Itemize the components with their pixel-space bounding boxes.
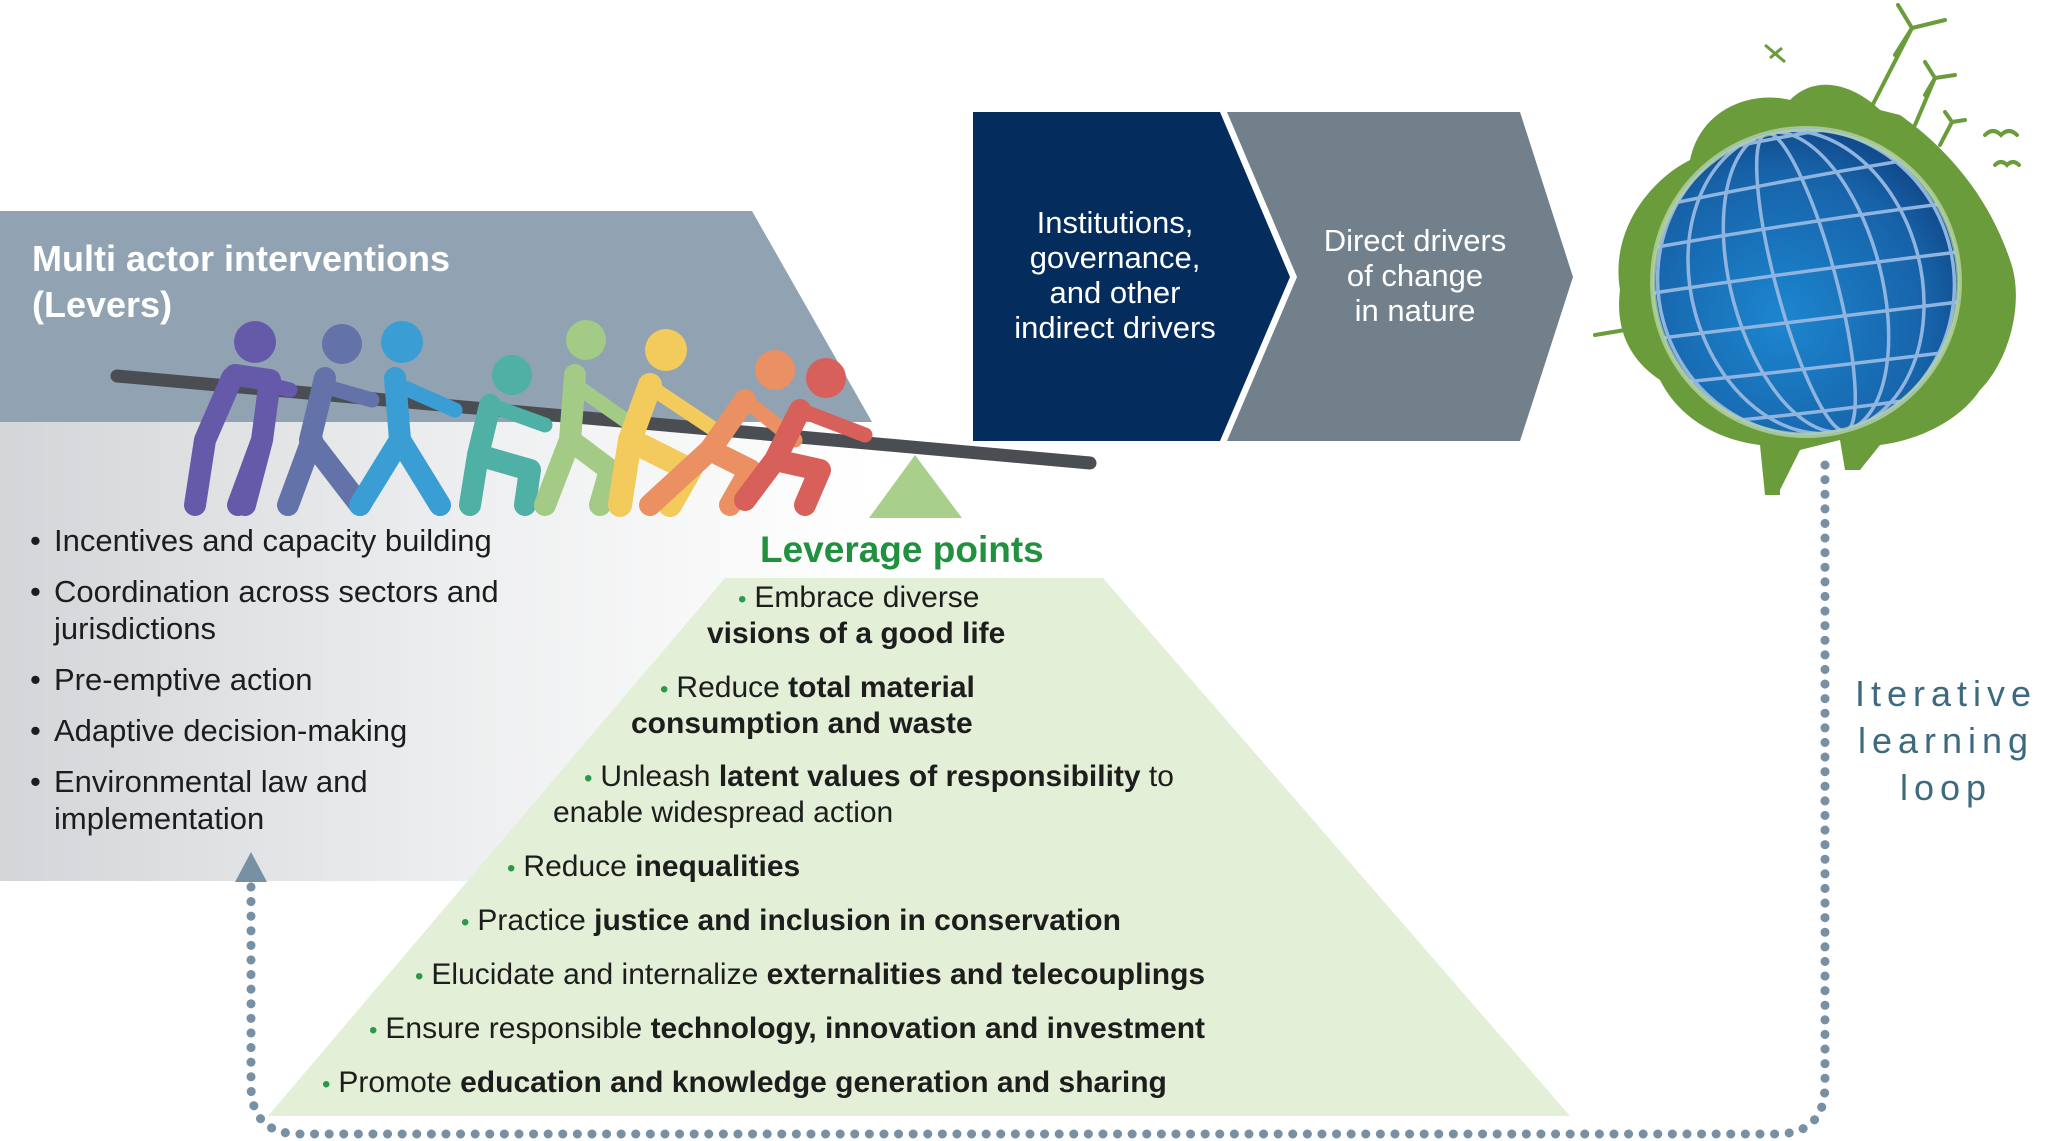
direct-drivers-line: of change (1346, 258, 1484, 293)
leverage-item-text: enable widespread action (553, 796, 894, 829)
bullet-icon: • (415, 963, 424, 990)
leverage-item-bold: inequalities (635, 850, 801, 883)
indirect-drivers-line: Institutions, (1036, 205, 1194, 240)
direct-drivers-label: Direct drivers of change in nature (1290, 223, 1540, 328)
levers-title: Multi actor interventions (Levers) (32, 236, 450, 328)
lever-item: • Incentives and capacity building (30, 522, 499, 559)
bullet-icon: • (584, 765, 593, 792)
tug-of-war-figures (184, 320, 873, 517)
iterative-learning-loop-label: Iterative learning loop (1846, 670, 2046, 811)
loop-label-line: Iterative (1854, 673, 2038, 714)
bullet-icon: • (322, 1071, 331, 1098)
bullet-icon: • (660, 676, 669, 703)
leverage-item-bold: consumption and waste (631, 707, 973, 740)
bullet-icon: • (507, 855, 516, 882)
bullet-icon: • (30, 764, 41, 799)
levers-list: • Incentives and capacity building • Coord… (30, 522, 499, 851)
leverage-pyramid (268, 578, 1570, 1116)
leverage-item: • Practice justice and inclusion in conse… (461, 903, 1121, 941)
person-figure-2 (277, 324, 380, 516)
bullet-icon: • (461, 909, 470, 936)
bullet-icon: • (30, 662, 41, 697)
levers-title-line2: (Levers) (32, 284, 173, 325)
leverage-item: • Promote education and knowledge generat… (322, 1065, 1167, 1103)
leverage-item-text: Embrace diverse (754, 581, 980, 614)
lever-item-text: Coordination across sectors and (54, 574, 499, 609)
leverage-item: • Elucidate and internalize externalities… (415, 957, 1205, 995)
lever-item: • Pre-emptive action (30, 661, 499, 698)
lever-item-text: Pre-emptive action (54, 662, 313, 697)
person-figure-1 (184, 321, 298, 516)
leverage-item-text: to (1140, 760, 1174, 793)
leverage-item-text: Reduce (523, 850, 636, 883)
indirect-drivers-line: indirect drivers (1014, 310, 1216, 345)
leverage-item-text: Practice (477, 904, 595, 937)
globe-nature-icon (1593, 3, 2021, 495)
leverage-item-bold: visions of a good life (707, 617, 1006, 650)
leverage-item-bold: latent values of responsibility (718, 760, 1141, 793)
lever-item: • Adaptive decision-making (30, 712, 499, 749)
leverage-item-text: Ensure responsible (385, 1012, 651, 1045)
direct-drivers-line: in nature (1354, 293, 1476, 328)
indirect-drivers-label: Institutions, governance, and other indi… (990, 205, 1240, 345)
leverage-item-text: Elucidate and internalize (431, 958, 767, 991)
lever-item-text: Incentives and capacity building (54, 523, 492, 558)
person-figure-3 (349, 321, 463, 516)
direct-drivers-line: Direct drivers (1323, 223, 1507, 258)
leverage-item-bold: total material (788, 671, 975, 704)
lever-item-text: Environmental law and (54, 764, 368, 799)
leverage-item-bold: technology, innovation and investment (650, 1012, 1206, 1045)
leverage-item-text: Promote (338, 1066, 461, 1099)
lever-item-text-cont: implementation (54, 801, 265, 836)
lever-item-text: Adaptive decision-making (54, 713, 408, 748)
leverage-item-cont: consumption and waste (631, 706, 973, 742)
indirect-drivers-chevron (973, 112, 1290, 441)
indirect-drivers-line: governance, (1029, 240, 1201, 275)
person-figure-8 (734, 358, 873, 516)
lever-item-text-cont: jurisdictions (54, 611, 216, 646)
leverage-item: • Reduce total material (660, 670, 975, 708)
leverage-item-text: Unleash (600, 760, 719, 793)
bullet-icon: • (30, 574, 41, 609)
levers-title-panel (0, 211, 872, 422)
direct-drivers-chevron (1227, 112, 1573, 441)
person-figure-5 (534, 320, 633, 516)
leverage-item-cont: visions of a good life (707, 616, 1005, 652)
leverage-item-bold: externalities and telecouplings (766, 958, 1206, 991)
loop-label-line: learning (1857, 720, 2035, 761)
leverage-item-text: Reduce (676, 671, 789, 704)
leverage-item: • Reduce inequalities (507, 849, 800, 887)
levers-title-line1: Multi actor interventions (32, 238, 451, 279)
leverage-item: • Embrace diverse (738, 580, 980, 618)
leverage-item: • Ensure responsible technology, innovati… (369, 1011, 1205, 1049)
indirect-drivers-line: and other (1049, 275, 1181, 310)
bullet-icon: • (738, 586, 747, 613)
learning-loop-path (235, 460, 1830, 1139)
person-figure-4 (459, 355, 553, 516)
loop-label-line: loop (1899, 767, 1993, 808)
fulcrum-triangle (869, 455, 962, 518)
bullet-icon: • (30, 523, 41, 558)
leverage-points-title: Leverage points (760, 529, 1044, 570)
leverage-item-bold: justice and inclusion in conservation (594, 904, 1121, 937)
bullet-icon: • (369, 1017, 378, 1044)
leverage-item: • Unleash latent values of responsibility… (584, 759, 1174, 797)
bullet-icon: • (30, 713, 41, 748)
leverage-item-cont: enable widespread action (553, 795, 893, 831)
loop-arrowhead-icon (235, 852, 267, 882)
leverage-item-bold: education and knowledge generation and s… (460, 1066, 1167, 1099)
